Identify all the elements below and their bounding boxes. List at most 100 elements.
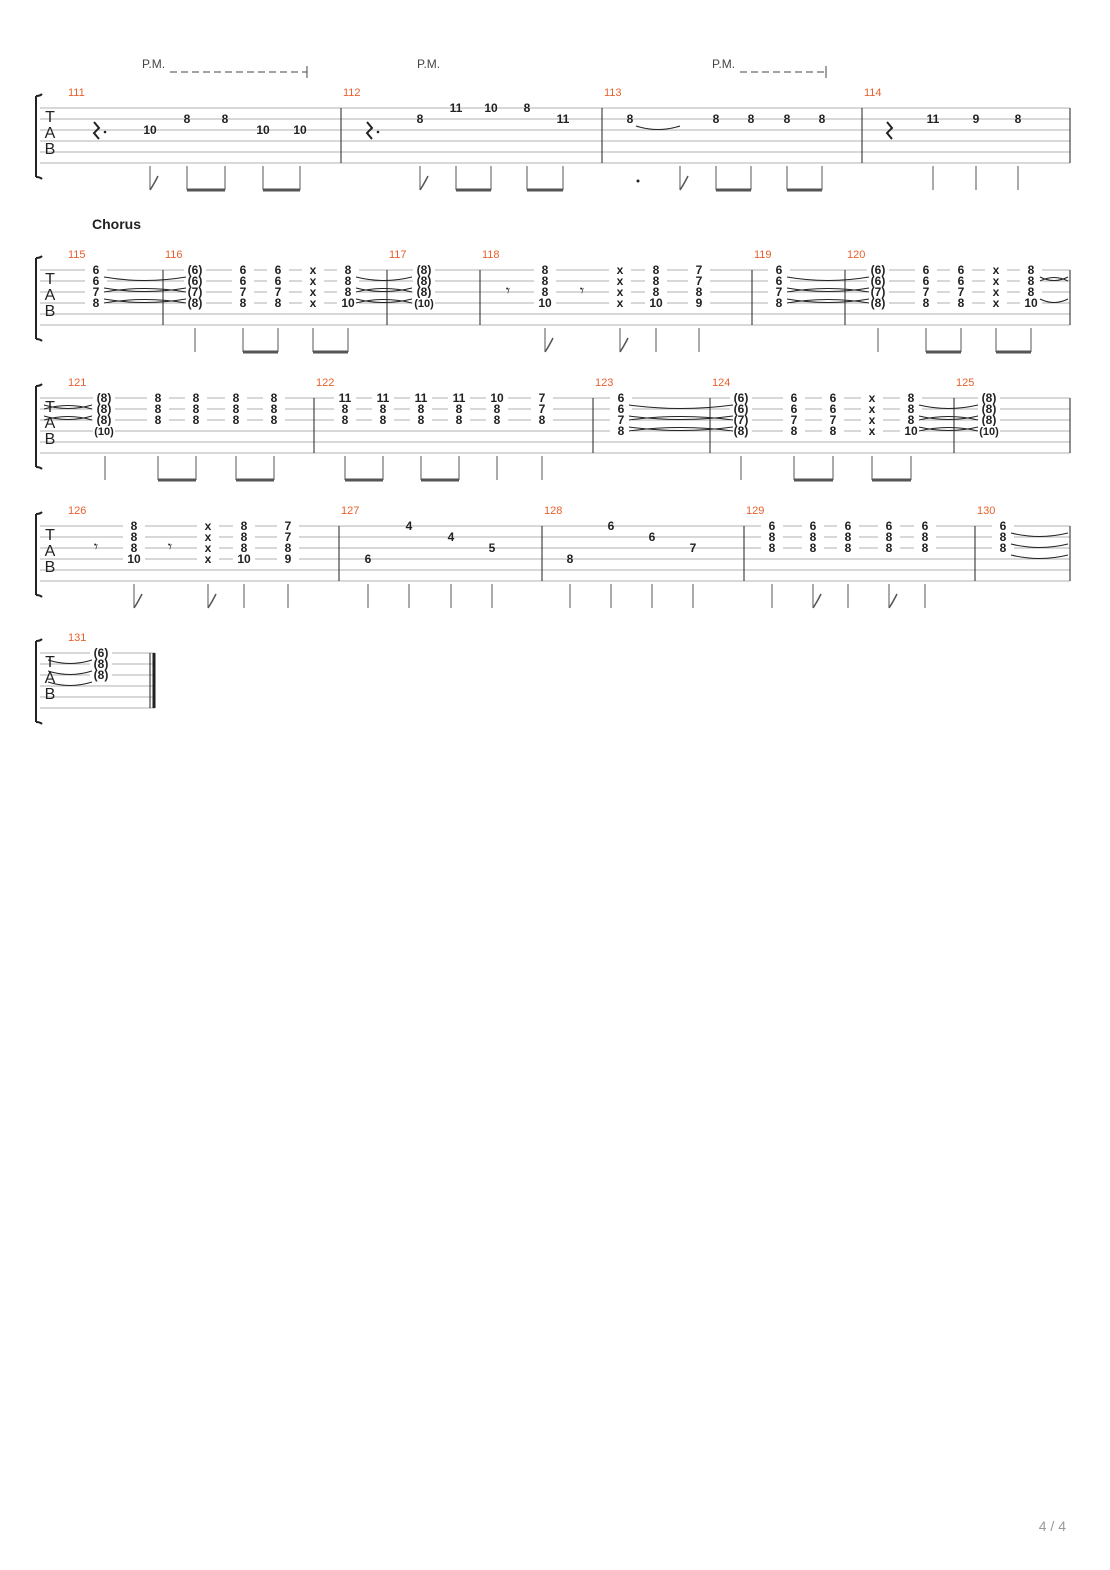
chord-fret-number: (8) (982, 413, 997, 427)
chord-fret-number: 8 (922, 541, 929, 555)
fret-background (486, 404, 508, 414)
section-label-chorus: Chorus (92, 216, 141, 232)
chord-fret-number: 7 (539, 391, 546, 405)
chord-fret-number: 8 (275, 296, 282, 310)
tab-clef-letter: A (45, 670, 56, 687)
fret-background (413, 265, 435, 275)
chord-fret-number: 8 (1028, 285, 1035, 299)
fret-background (950, 298, 972, 308)
fret-background (768, 276, 790, 286)
fret-background (783, 393, 805, 403)
fret-background (448, 415, 470, 425)
measure-number: 115 (68, 249, 86, 261)
fret-background (263, 404, 285, 414)
measure-number: 116 (165, 249, 183, 261)
tab-clef-letter: T (45, 527, 55, 544)
fret-background (448, 393, 470, 403)
fret-background (950, 287, 972, 297)
chord-fret-number: 8 (845, 530, 852, 544)
chord-fret-number: (8) (982, 391, 997, 405)
tab-clef-letter: A (45, 415, 56, 432)
chord-fret-number: 8 (908, 391, 915, 405)
chord-fret-number: 11 (339, 391, 352, 405)
tie-curve (786, 276, 870, 281)
tie-curve (786, 299, 870, 304)
chord-fret-number: 8 (908, 413, 915, 427)
fret-background (867, 287, 889, 297)
fret-background (277, 543, 299, 553)
chord-fret-number: 8 (769, 530, 776, 544)
chord-fret-number: (8) (188, 296, 203, 310)
fret-background (185, 415, 207, 425)
measure-number: 122 (316, 377, 334, 389)
fret-background (263, 393, 285, 403)
measure-number: 119 (754, 249, 772, 261)
chord-fret-number: 6 (275, 274, 282, 288)
chord-fret-number: 8 (233, 402, 240, 416)
fret-background (225, 415, 247, 425)
chord-fret-number: (8) (982, 402, 997, 416)
tie-curve (103, 298, 187, 303)
fret-background (978, 426, 1000, 436)
fret-background (225, 404, 247, 414)
chord-fret-number: 6 (93, 274, 100, 288)
tab-clef-letter: T (45, 271, 55, 288)
fret-background (878, 543, 900, 553)
chord-fret-number: 8 (886, 541, 893, 555)
chord-fret-number: 6 (93, 263, 100, 277)
fret-number: 8 (524, 101, 531, 115)
chord-fret-number: (10) (94, 426, 114, 438)
fret-background (225, 393, 247, 403)
fret-background (372, 404, 394, 414)
chord-fret-number: 8 (233, 413, 240, 427)
chord-fret-number: 8 (193, 391, 200, 405)
chord-fret-number: 8 (810, 541, 817, 555)
fret-number: 6 (649, 530, 656, 544)
chord-fret-number: 8 (241, 519, 248, 533)
chord-fret-number: 8 (1028, 274, 1035, 288)
fret-background (197, 521, 219, 531)
fret-number: 10 (484, 101, 498, 115)
note-flag (544, 337, 554, 353)
fret-background (534, 287, 556, 297)
tie-curve (47, 681, 93, 686)
fret-background (985, 287, 1007, 297)
tie-curve (1039, 276, 1069, 281)
chord-fret-number: 8 (696, 285, 703, 299)
chord-fret-number: 7 (923, 285, 930, 299)
chord-fret-number: 8 (845, 541, 852, 555)
chord-fret-number: 7 (958, 285, 965, 299)
fret-background (688, 287, 710, 297)
chord-fret-number: 8 (380, 402, 387, 416)
tie-curve (918, 416, 979, 421)
fret-background (531, 393, 553, 403)
tie-curve (47, 670, 93, 675)
fret-background (822, 393, 844, 403)
fret-background (534, 276, 556, 286)
chord-fret-number: 8 (456, 402, 463, 416)
tie-curve (103, 299, 187, 304)
fret-background (822, 426, 844, 436)
chord-fret-number: 6 (845, 519, 852, 533)
chord-fret-number: (8) (94, 668, 109, 682)
fret-background (185, 393, 207, 403)
fret-background (688, 298, 710, 308)
fret-background (123, 554, 145, 564)
chord-fret-number: 6 (776, 263, 783, 277)
fret-background (233, 521, 255, 531)
tie-curve (628, 426, 734, 431)
chord-fret-number: 8 (830, 424, 837, 438)
fret-background (914, 543, 936, 553)
chord-fret-number: x (993, 296, 1000, 310)
quarter-rest (885, 121, 894, 140)
tie-curve (786, 298, 870, 303)
fret-background (123, 532, 145, 542)
chord-fret-number: 8 (1000, 530, 1007, 544)
chord-fret-number: 6 (240, 263, 247, 277)
fret-background (867, 298, 889, 308)
chord-fret-number: 7 (618, 413, 625, 427)
fret-background (337, 298, 359, 308)
system-bracket (35, 255, 43, 342)
fret-background (486, 415, 508, 425)
chord-fret-number: 8 (542, 263, 549, 277)
